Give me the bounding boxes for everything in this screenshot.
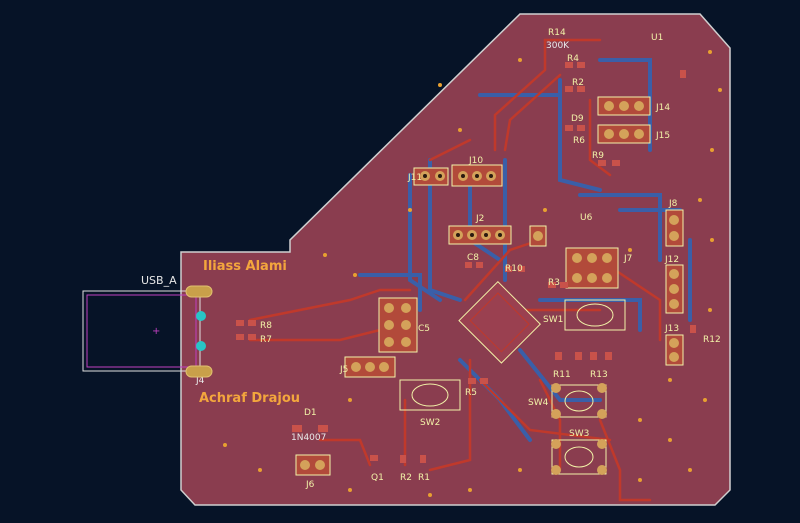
label-r7: R7 [260, 335, 272, 345]
usb-body [82, 290, 201, 372]
label-r11: R11 [553, 370, 571, 380]
label-j2: J2 [475, 214, 484, 224]
label-d1: D1 [304, 408, 317, 418]
usb-hole-bottom [196, 341, 206, 351]
usb-center-cross: + [152, 326, 160, 337]
label-r14: R14 [548, 28, 566, 38]
label-c5: C5 [418, 324, 430, 334]
usb-connector[interactable]: USB_A J4 + [82, 274, 213, 386]
label-j13: J13 [664, 324, 679, 334]
designator-labels: R14 300K U1 R4 R2 D9 R6 J14 J15 R9 J10 J… [260, 28, 721, 490]
label-c8: C8 [467, 253, 479, 263]
label-u6: U6 [580, 213, 593, 223]
connector-j12[interactable] [665, 264, 684, 314]
board-outline [180, 13, 731, 506]
label-j12: J12 [664, 255, 679, 265]
connector-j7[interactable] [565, 247, 619, 289]
connector-j14[interactable] [597, 96, 651, 116]
connector-j15[interactable] [597, 124, 651, 144]
connector-single[interactable] [529, 225, 547, 247]
usb-shield-pad-bottom[interactable] [185, 365, 213, 378]
label-sw1: SW1 [543, 315, 563, 325]
label-r4: R4 [567, 54, 579, 64]
label-j14: J14 [655, 103, 670, 113]
label-r13: R13 [590, 370, 608, 380]
label-j6: J6 [305, 480, 315, 490]
switch-sw1[interactable] [564, 299, 626, 331]
mcu-chip[interactable] [458, 280, 542, 364]
connector-j2[interactable] [448, 225, 512, 245]
switch-sw3-a[interactable] [551, 439, 607, 475]
label-r12: R12 [703, 335, 721, 345]
label-j8: J8 [668, 199, 678, 209]
label-r6: R6 [573, 136, 585, 146]
connector-j5[interactable] [344, 356, 396, 378]
label-u1: U1 [651, 33, 663, 43]
smd-pads [236, 62, 696, 463]
label-d1-value: 1N4007 [291, 433, 326, 443]
label-j5: J5 [339, 365, 348, 375]
label-r5: R5 [465, 388, 477, 398]
label-j7: J7 [623, 254, 632, 264]
front-copper-traces [248, 38, 662, 502]
label-sw3: SW3 [569, 429, 589, 439]
label-sw4: SW4 [528, 398, 549, 408]
label-r2: R2 [572, 78, 584, 88]
label-q1: Q1 [371, 473, 384, 483]
label-j11: J11 [407, 173, 422, 183]
connector-j6[interactable] [295, 454, 331, 476]
label-r9: R9 [592, 151, 604, 161]
usb-connector-ref: J4 [195, 376, 205, 386]
label-r2-bottom: R2 [400, 473, 412, 483]
author-name-top: Iliass Alami [203, 259, 287, 274]
connector-c5-block[interactable] [378, 297, 418, 353]
connector-j10[interactable] [451, 164, 503, 187]
usb-hole-top [196, 311, 206, 321]
label-r10: R10 [505, 264, 523, 274]
label-r3: R3 [548, 278, 560, 288]
switch-sw2[interactable] [399, 379, 461, 411]
label-j15: J15 [655, 131, 670, 141]
label-r14-value: 300K [546, 41, 570, 51]
label-r8: R8 [260, 321, 272, 331]
switch-sw4[interactable] [551, 383, 607, 419]
connector-j13[interactable] [665, 334, 684, 366]
author-name-bottom: Achraf Drajou [199, 391, 300, 406]
vias [223, 50, 722, 497]
connector-j11[interactable] [413, 167, 449, 186]
label-j10: J10 [468, 156, 483, 166]
label-sw2: SW2 [420, 418, 440, 428]
label-d9: D9 [571, 114, 584, 124]
usb-shield-pad-top[interactable] [185, 285, 213, 298]
label-r1: R1 [418, 473, 430, 483]
usb-connector-label: USB_A [141, 274, 177, 287]
usb-body-inner [86, 294, 197, 368]
connector-j8[interactable] [665, 209, 684, 247]
